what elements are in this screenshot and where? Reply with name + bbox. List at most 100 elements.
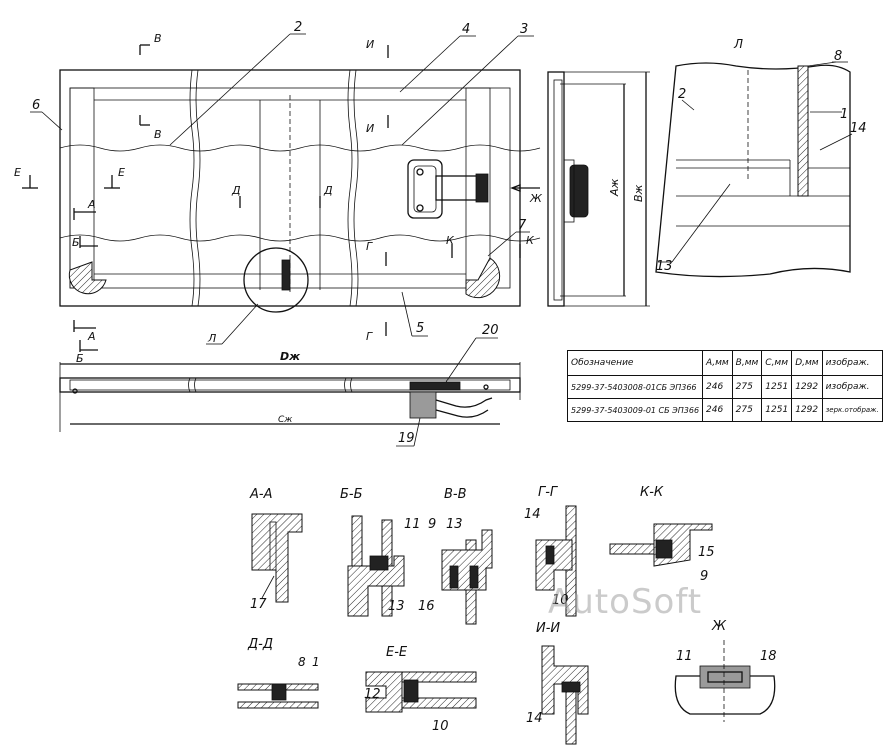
specification-table: Обозначение А,мм В,мм С,мм D,мм изображ.… bbox=[566, 350, 883, 422]
label-part-5: 5 bbox=[416, 321, 424, 336]
section-aa-title: А-А bbox=[249, 487, 272, 502]
label-part-2: 2 bbox=[294, 20, 302, 35]
marker-zh: Ж bbox=[529, 192, 543, 205]
table-cell: 1292 bbox=[791, 375, 823, 399]
main-leaders: 2 4 3 6 7 5 Л bbox=[30, 20, 534, 345]
section-bb-title: Б-Б bbox=[340, 487, 363, 502]
label-part-6: 6 bbox=[32, 98, 40, 113]
marker-e-right: Е bbox=[118, 166, 125, 179]
table-header-cell: А,мм bbox=[702, 350, 733, 376]
table-cell: зерк.отображ. bbox=[821, 398, 883, 422]
marker-bb-top: Б bbox=[72, 236, 80, 249]
dim-b-label: Вж bbox=[632, 184, 645, 202]
section-dd-title: Д-Д bbox=[247, 637, 273, 652]
section-vv: В-В 9 13 bbox=[428, 487, 493, 625]
label-part-3: 3 bbox=[520, 22, 528, 37]
dim-a-label: Аж bbox=[608, 178, 621, 197]
marker-e-left: Е bbox=[14, 166, 21, 179]
dim-c-label: Сж bbox=[278, 415, 293, 425]
table-cell: 275 bbox=[731, 375, 763, 399]
side-view: Аж Вж bbox=[547, 71, 650, 307]
table-cell: 246 bbox=[702, 375, 733, 399]
view-zh-label-11: 11 bbox=[676, 649, 693, 664]
table-cell: изображ. bbox=[821, 375, 883, 399]
marker-b-bottom: В bbox=[154, 128, 162, 141]
section-bb-label-16: 16 bbox=[418, 599, 435, 614]
marker-g-top: Г bbox=[366, 240, 373, 253]
plan-view: Dж Сж 20 19 bbox=[59, 323, 521, 447]
detail-label-1: 1 bbox=[840, 107, 848, 122]
detail-l: Л 8 1 14 2 13 bbox=[655, 37, 867, 278]
table-cell: 246 bbox=[702, 398, 733, 422]
table-cell: 1251 bbox=[761, 398, 793, 422]
section-gg: Г-Г 14 10 bbox=[524, 485, 577, 617]
label-part-20: 20 bbox=[482, 323, 499, 338]
section-kk-label-9: 9 bbox=[700, 569, 708, 584]
section-ii-title: И-И bbox=[536, 621, 560, 636]
section-ee-title: Е-Е bbox=[386, 645, 408, 660]
watermark: AutoSoft bbox=[548, 582, 703, 622]
section-vv-title: В-В bbox=[444, 487, 467, 502]
table-header-cell: В,мм bbox=[731, 350, 763, 376]
section-gg-label-14: 14 bbox=[524, 507, 541, 522]
label-part-7: 7 bbox=[518, 218, 527, 233]
detail-label-2: 2 bbox=[678, 87, 686, 102]
table-header-cell: D,мм bbox=[791, 350, 823, 376]
section-ee-label-10: 10 bbox=[432, 719, 449, 734]
marker-k-right: К bbox=[526, 234, 535, 247]
table-row: 5299-37-5403009-01 СБ ЭП366 246 275 1251… bbox=[566, 398, 883, 422]
section-gg-title: Г-Г bbox=[538, 485, 559, 500]
label-part-19: 19 bbox=[398, 431, 415, 446]
marker-a-top: А bbox=[87, 198, 96, 211]
view-zh-label-18: 18 bbox=[760, 649, 777, 664]
section-dd-label-8: 8 bbox=[298, 655, 306, 669]
section-ee: Е-Е 12 10 bbox=[364, 645, 477, 734]
detail-l-title: Л bbox=[733, 37, 743, 51]
detail-label-14: 14 bbox=[850, 121, 867, 136]
table-cell: 1292 bbox=[791, 398, 823, 422]
table-header-row: Обозначение А,мм В,мм С,мм D,мм изображ. bbox=[566, 350, 883, 376]
section-aa: А-А 17 bbox=[249, 487, 303, 612]
marker-g-bottom: Г bbox=[366, 330, 373, 343]
view-zh: Ж 11 18 bbox=[674, 619, 777, 722]
table-cell: 5299-37-5403008-01СБ ЭП366 bbox=[566, 375, 704, 399]
section-ee-label-12: 12 bbox=[364, 687, 381, 702]
section-kk: К-К 15 9 bbox=[609, 485, 715, 584]
marker-k-left: К bbox=[446, 234, 455, 247]
section-bb-label-11: 11 bbox=[404, 517, 421, 532]
section-ii: И-И 14 bbox=[526, 621, 589, 745]
section-gg-label-10: 10 bbox=[552, 593, 569, 608]
section-markers: В В И И Е Е Д Д А А Б Б Г Г К bbox=[14, 32, 543, 365]
detail-label-8: 8 bbox=[834, 49, 842, 64]
label-part-4: 4 bbox=[462, 22, 470, 37]
view-zh-title: Ж bbox=[711, 619, 727, 634]
section-ii-label-14: 14 bbox=[526, 711, 543, 726]
table-header-cell: изображ. bbox=[821, 350, 883, 376]
detail-label-13: 13 bbox=[656, 259, 673, 274]
marker-i-top: И bbox=[366, 38, 374, 51]
marker-bb-bottom: Б bbox=[76, 352, 84, 365]
marker-a-bottom: А bbox=[87, 330, 96, 343]
label-callout-l: Л bbox=[207, 332, 216, 345]
table-header-cell: Обозначение bbox=[566, 350, 704, 376]
section-kk-title: К-К bbox=[640, 485, 664, 500]
marker-b-top: В bbox=[154, 32, 162, 45]
section-dd-label-1: 1 bbox=[312, 655, 320, 669]
table-cell: 1251 bbox=[761, 375, 793, 399]
table-row: 5299-37-5403008-01СБ ЭП366 246 275 1251 … bbox=[566, 375, 883, 399]
section-aa-label-17: 17 bbox=[250, 597, 267, 612]
section-vv-label-13: 13 bbox=[446, 517, 463, 532]
section-vv-label-9: 9 bbox=[428, 517, 436, 532]
table-cell: 5299-37-5403009-01 СБ ЭП366 bbox=[566, 398, 704, 422]
section-bb: Б-Б 11 13 16 bbox=[340, 487, 435, 617]
dim-d-label: Dж bbox=[280, 350, 301, 363]
section-dd: Д-Д 8 1 bbox=[237, 637, 320, 709]
front-view bbox=[59, 69, 541, 313]
section-bb-label-13: 13 bbox=[388, 599, 405, 614]
marker-d-right: Д bbox=[323, 184, 333, 197]
table-cell: 275 bbox=[731, 398, 763, 422]
marker-i-bottom: И bbox=[366, 122, 374, 135]
marker-d-left: Д bbox=[231, 184, 241, 197]
table-header-cell: С,мм bbox=[761, 350, 793, 376]
